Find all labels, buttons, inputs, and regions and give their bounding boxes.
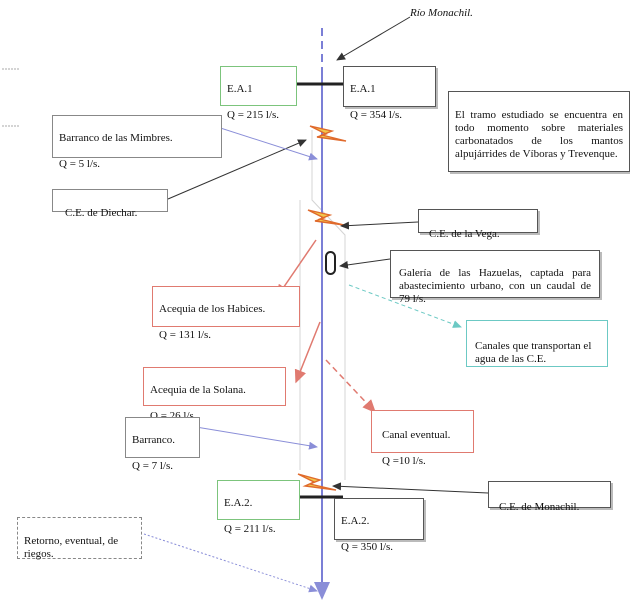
habices-box: Acequia de los Habices. Q = 131 l/s.: [152, 286, 300, 341]
geology-note-text: El tramo estudiado se encuentra en todo …: [455, 109, 623, 160]
mimbres-inflow-arrow: [207, 123, 318, 161]
solana-diversion-arrow: [294, 321, 321, 384]
return-note-text: Retorno, eventual, de riegos.: [24, 535, 119, 560]
tributary-flow: Q = 7 l/s.: [132, 460, 174, 472]
river-pointer-arrow: [336, 16, 411, 61]
gallery-box: Galería de las Hazuelas, captada para ab…: [390, 250, 600, 305]
ea2-left-box: E.A.2. Q = 211 l/s.: [217, 480, 300, 535]
ea2-right-box: E.A.2. Q = 350 l/s.: [334, 498, 424, 553]
station-flow: Q = 354 l/s.: [350, 109, 403, 121]
diversion-name: Canal eventual.: [382, 429, 451, 441]
station-flow: Q = 211 l/s.: [224, 523, 276, 535]
barranco-box: Barranco. Q = 7 l/s.: [125, 417, 200, 472]
station-flow: Q = 215 l/s.: [227, 109, 280, 121]
solana-box: Acequia de la Solana. Q = 26 l/s.: [143, 367, 286, 422]
monachil-box: C.E. de Monachil.: [488, 481, 611, 513]
barranco-inflow-arrow: [195, 426, 318, 450]
lightning-icon: [307, 209, 345, 226]
station-code: E.A.1: [350, 83, 376, 95]
geology-note-box: El tramo estudiado se encuentra en todo …: [448, 91, 630, 172]
mimbres-box: Barranco de las Mimbres. Q = 5 l/s.: [52, 115, 222, 170]
station-code: E.A.2.: [341, 515, 370, 527]
tributary-flow: Q = 5 l/s.: [59, 158, 101, 170]
ea1-left-box: E.A.1 Q = 215 l/s.: [220, 66, 297, 121]
power-station-name: C.E. de Monachil.: [499, 501, 580, 513]
tributary-name: Barranco de las Mimbres.: [59, 132, 173, 144]
station-code: E.A.2.: [224, 497, 253, 509]
canals-arrow: [348, 284, 462, 328]
eventual-box: Canal eventual. Q =10 l/s.: [371, 410, 474, 467]
gallery-pointer-arrow: [339, 258, 391, 269]
monachil-pointer-arrow: [332, 482, 489, 494]
canals-note-text: Canales que transportan el agua de las C…: [475, 340, 592, 365]
lightning-icon: [297, 473, 337, 491]
tributary-name: Barranco.: [132, 434, 176, 446]
gallery-intake-icon: [325, 251, 336, 275]
power-station-name: C.E. de Diechar.: [65, 207, 138, 219]
gallery-text: Galería de las Hazuelas, captada para ab…: [399, 267, 591, 305]
power-station-name: C.E. de la Vega.: [429, 228, 500, 240]
river-name-label: Río Monachil.: [410, 7, 473, 19]
diechar-box: C.E. de Diechar.: [52, 189, 168, 219]
return-note-box: Retorno, eventual, de riegos.: [17, 517, 142, 560]
diversion-flow: Q =10 l/s.: [382, 455, 426, 467]
margin-marks: [2, 68, 20, 127]
canals-note-box: Canales que transportan el agua de las C…: [466, 320, 608, 367]
station-flow: Q = 350 l/s.: [341, 541, 394, 553]
diechar-pointer-arrow: [167, 139, 307, 200]
diversion-name: Acequia de los Habices.: [159, 303, 266, 315]
vega-pointer-arrow: [340, 221, 419, 230]
diversion-name: Acequia de la Solana.: [150, 384, 246, 396]
diversion-flow: Q = 131 l/s.: [159, 329, 212, 341]
vega-box: C.E. de la Vega.: [418, 209, 538, 240]
canal-guides: [299, 130, 346, 480]
ea1-right-box: E.A.1 Q = 354 l/s.: [343, 66, 436, 121]
lightning-icon: [309, 125, 347, 142]
eventual-diversion-arrow: [325, 359, 377, 414]
station-code: E.A.1: [227, 83, 253, 95]
